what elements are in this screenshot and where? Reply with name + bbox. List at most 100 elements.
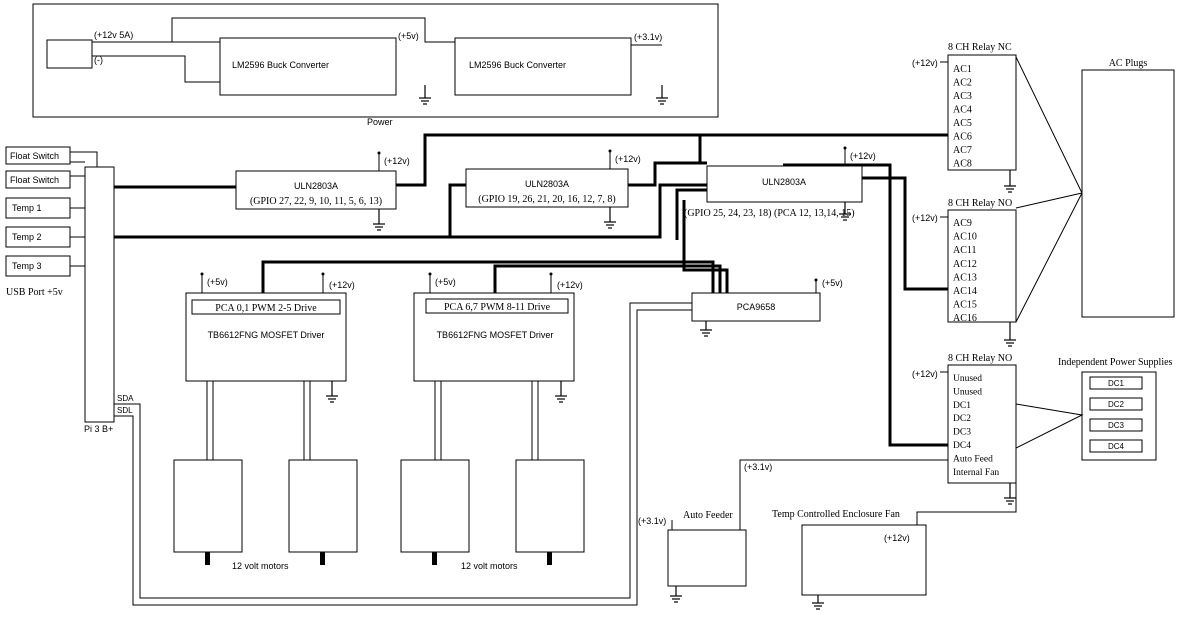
buck2-ground-icon [656,97,668,105]
pca-to-driver1-bus [261,260,715,300]
enclosure-fan: Temp Controlled Enclosure Fan (+12v) [772,470,1017,610]
relay-1-channel-3: AC11 [953,245,977,256]
relay-0-channel-8: AC8 [953,159,972,170]
relay-board-no-2: 8 CH Relay NO (+12v) [912,353,1017,505]
pi-input-wires [70,151,98,267]
pi-input-temp-2: Temp 2 [5,226,71,248]
svg-text:PCA9658: PCA9658 [737,302,776,312]
relays-to-ac-plugs-lines [1015,56,1083,323]
motors-label-left: 12 volt motors [232,561,289,571]
svg-text:TB6612FNG MOSFET Driver: TB6612FNG MOSFET Driver [208,330,325,340]
uln3-to-relay-no-2 [783,163,948,447]
buck-converter-2 [454,37,632,96]
svg-text:(+12v): (+12v) [850,151,876,161]
motor-3 [400,459,470,565]
relay-0-channel-2: AC2 [953,78,972,89]
power-input-connector [46,39,93,69]
ips-dc2-box [1089,397,1143,411]
svg-text:8 CH Relay NC: 8 CH Relay NC [948,42,1012,53]
ips-dc1-box [1089,376,1143,390]
relay-0-channel-4: AC4 [953,105,972,116]
svg-text:(+12v): (+12v) [884,533,910,543]
relay-2-channel-6: DC4 [953,441,971,451]
svg-text:(+12v): (+12v) [557,280,583,290]
uln3-to-relay-no-1 [862,176,948,291]
svg-text:PCA 6,7 PWM 8-11 Drive: PCA 6,7 PWM 8-11 Drive [444,302,551,313]
gpio-bus-uln3 [114,183,707,239]
svg-text:ULN2803A: ULN2803A [525,179,569,189]
pca-to-driver2-bus [493,264,722,300]
uln2803a-3: ULN2803A (GPIO 25, 24, 23, 18) (PCA 12, … [684,146,876,221]
svg-text:Independent Power Supplies: Independent Power Supplies [1058,357,1173,368]
relay-2-channel-7: Auto Feed [953,454,993,464]
svg-text:ULN2803A: ULN2803A [762,177,806,187]
pi-input-temp-3: Temp 3 [5,255,71,277]
svg-text:8 CH Relay NO: 8 CH Relay NO [948,198,1012,209]
uln3-to-pca-wire [675,188,707,240]
svg-text:(GPIO 25, 24, 23, 18) (PCA 1: (GPIO 25, 24, 23, 18) (PCA 12, 13,14, 15… [684,208,855,219]
ips-dc3-label: DC3 [1108,421,1125,430]
relay-0-channel-1: AC1 [953,64,972,75]
pca9658: PCA9658 (+5v) [691,278,843,337]
svg-text:(+5v): (+5v) [435,277,456,287]
svg-text:ULN2803A: ULN2803A [294,181,338,191]
relay-2-channel-5: DC3 [953,428,971,438]
driver2-motor-wires [434,381,539,460]
relay-1-channel-2: AC10 [953,232,977,243]
uln2803a-1: ULN2803A (GPIO 27, 22, 9, 10, 11, 5, 6, … [235,151,410,231]
pi-usb-label: USB Port +5v [6,287,63,298]
buck-converter-2-label: LM2596 Buck Converter [469,60,566,70]
uln3-to-pca-bus [682,200,729,293]
ips-dc2-label: DC2 [1108,400,1125,409]
pi-sda-label: SDA [117,394,134,403]
relay-1-channel-8: AC16 [953,313,977,324]
relay-1-channel-5: AC13 [953,272,977,283]
svg-text:AC Plugs: AC Plugs [1109,58,1148,69]
motors-label-right: 12 volt motors [461,561,518,571]
relay-2-channel-4: DC2 [953,414,971,424]
auto-feeder: Auto Feeder (+3.1v) (+3.1v) [638,459,948,603]
svg-text:(+12v): (+12v) [912,369,938,379]
svg-text:(GPIO 19, 26, 21, 20, 16, 12,: (GPIO 19, 26, 21, 20, 16, 12, 7, 8) [478,194,616,205]
pi-input-temp-1: Temp 1 [5,197,71,219]
relay-1-channel-4: AC12 [953,259,977,270]
svg-text:(+5v): (+5v) [207,277,228,287]
relay-1-channel-1: AC9 [953,218,972,229]
ac-plugs: AC Plugs [1081,58,1175,318]
svg-text:Float Switch: Float Switch [10,151,59,161]
svg-text:Temp 2: Temp 2 [12,232,42,242]
i2c-sda-wire [114,302,692,599]
buck-converter-1-output-label: (+5v) [398,31,419,41]
buck-converter-1 [219,37,397,96]
pi-input-float-switch-2: Float Switch [5,170,71,189]
relay-0-channel-6: AC6 [953,132,972,143]
i2c-sdl-wire [114,309,692,606]
uln1-to-relay-nc [396,133,948,187]
relay-0-channel-7: AC7 [953,145,972,156]
relay-no-to-ac-plugs-line [1015,192,1083,209]
buck1-ground-icon [419,97,431,105]
svg-text:Float Switch: Float Switch [10,175,59,185]
relay-2-channel-1: Unused [953,374,982,384]
relay-1-channel-6: AC14 [953,286,977,297]
svg-text:(GPIO 27, 22, 9, 10, 11, 5, 6,: (GPIO 27, 22, 9, 10, 11, 5, 6, 13) [250,196,382,207]
pi-input-float-switch-1: Float Switch [5,146,71,165]
power-section-label: Power [367,117,393,127]
ips-dc1-label: DC1 [1108,379,1125,388]
svg-text:(+12v): (+12v) [384,156,410,166]
svg-text:(+12v): (+12v) [912,58,938,68]
svg-text:TB6612FNG MOSFET Driver: TB6612FNG MOSFET Driver [437,330,554,340]
svg-text:8 CH Relay NO: 8 CH Relay NO [948,353,1012,364]
svg-text:(+3.1v): (+3.1v) [638,516,666,526]
power-input-neg-label: (-) [94,55,103,65]
relay-0-channel-5: AC5 [953,118,972,129]
svg-text:(+3.1v): (+3.1v) [744,462,772,472]
relay-board-no-1: 8 CH Relay NO (+12v) [912,198,1017,347]
ips-dc4-box [1089,439,1143,453]
pi-sdl-label: SDL [117,406,133,415]
uln2-to-relay-nc-wire-a [628,161,707,187]
svg-text:PCA 0,1 PWM 2-5 Drive: PCA 0,1 PWM 2-5 Drive [215,303,317,314]
svg-text:Temp 3: Temp 3 [12,261,42,271]
motor-4 [515,459,585,565]
